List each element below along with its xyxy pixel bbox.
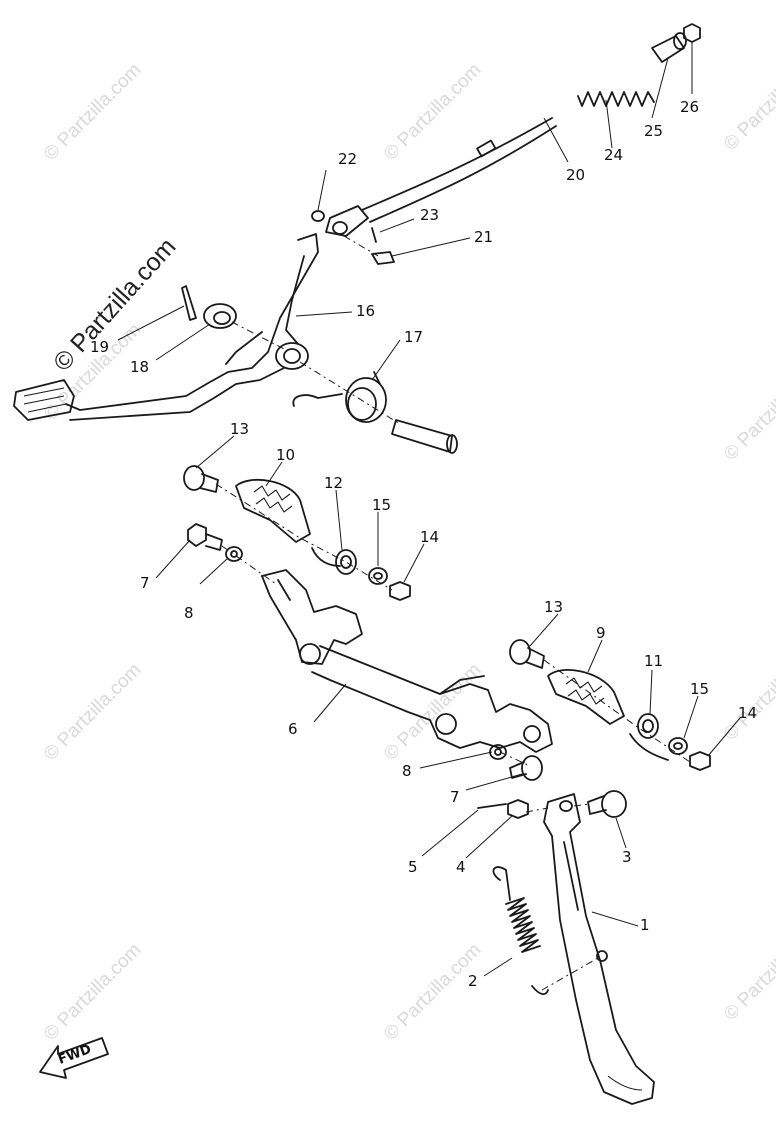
callout-7b: 7 <box>450 788 460 806</box>
callout-8b: 8 <box>402 762 412 780</box>
callout-10: 10 <box>276 446 295 464</box>
callout-25: 25 <box>644 122 663 140</box>
part-bolt-7a <box>187 523 223 551</box>
part-cotter-5 <box>477 803 507 809</box>
part-stand-spring <box>492 866 549 995</box>
callout-6: 6 <box>288 720 298 738</box>
callout-17: 17 <box>404 328 423 346</box>
callout-21: 21 <box>474 228 493 246</box>
callout-14b: 14 <box>738 704 757 722</box>
callout-18: 18 <box>130 358 149 376</box>
part-footrest-left <box>235 479 311 543</box>
assembly-lines <box>215 235 691 991</box>
callout-26: 26 <box>680 98 699 116</box>
callout-14a: 14 <box>420 528 439 546</box>
callout-15a: 15 <box>372 496 391 514</box>
part-washer-15a <box>368 567 388 585</box>
callout-22: 22 <box>338 150 357 168</box>
part-stand-bracket <box>261 569 553 753</box>
part-side-stand <box>543 793 655 1105</box>
part-brake-pedal <box>13 233 319 421</box>
part-bolt-13b <box>509 639 545 669</box>
part-footrest-right <box>547 669 625 725</box>
part-washer-8a <box>225 546 243 562</box>
callout-15b: 15 <box>690 680 709 698</box>
callout-13a: 13 <box>230 420 249 438</box>
part-cotter-pin <box>181 285 197 321</box>
part-spring-sleeve <box>391 419 458 454</box>
part-bolt-13a <box>183 465 219 493</box>
part-return-spring <box>292 371 387 423</box>
callout-1: 1 <box>640 916 650 934</box>
fwd-arrow-icon: FWD <box>39 1037 109 1079</box>
callout-labels: 22 23 21 20 24 25 26 19 18 16 17 13 10 1… <box>90 98 757 990</box>
part-brake-rod <box>361 117 557 223</box>
callout-12: 12 <box>324 474 343 492</box>
leader-lines <box>117 42 741 977</box>
part-bolt-7b <box>509 755 543 781</box>
fwd-label: FWD <box>56 1042 93 1068</box>
part-footrest-spring-left <box>311 547 357 575</box>
callout-24: 24 <box>604 146 623 164</box>
part-adjust-nut <box>683 23 701 43</box>
part-nut-14a <box>389 581 411 601</box>
part-clevis-pin <box>371 227 395 265</box>
callout-23: 23 <box>420 206 439 224</box>
part-pivot-bolt <box>587 790 627 818</box>
callout-2: 2 <box>468 972 478 990</box>
callout-5: 5 <box>408 858 418 876</box>
callout-9: 9 <box>596 624 606 642</box>
part-washer-15b <box>668 737 688 755</box>
part-clevis <box>311 205 369 237</box>
part-footrest-spring-right <box>629 713 669 761</box>
callout-11: 11 <box>644 652 663 670</box>
callout-19: 19 <box>90 338 109 356</box>
callout-7a: 7 <box>140 574 150 592</box>
part-nut-14b <box>689 751 711 771</box>
callout-13b: 13 <box>544 598 563 616</box>
part-rod-joint <box>651 32 687 63</box>
callout-4: 4 <box>456 858 466 876</box>
callout-20: 20 <box>566 166 585 184</box>
callout-3: 3 <box>622 848 632 866</box>
part-nut-4 <box>507 799 529 819</box>
callout-8a: 8 <box>184 604 194 622</box>
part-rod-spring <box>577 91 655 107</box>
callout-16: 16 <box>356 302 375 320</box>
part-washer-18 <box>203 303 237 329</box>
